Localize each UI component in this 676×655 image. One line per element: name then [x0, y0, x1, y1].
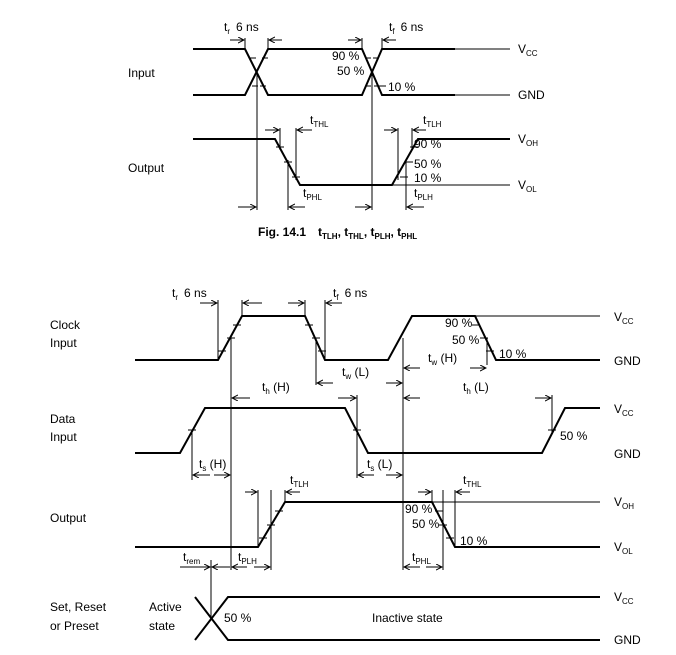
fig1-tplh-label: tPLH: [414, 186, 433, 202]
fig1-out-pct90: 90 %: [414, 137, 442, 151]
fig2-data-pct50: 50 %: [560, 429, 588, 443]
fig2-clock-gnd: GND: [614, 354, 641, 368]
fig2-thh-label: th (H): [262, 380, 290, 396]
fig1-input-waveform-rising: [193, 48, 455, 96]
fig2-data-gnd: GND: [614, 447, 641, 461]
fig2-set-pct50: 50 %: [224, 611, 252, 625]
fig2-active-2: state: [149, 619, 175, 633]
figure-2: Clock Input Data Input Output Set, Reset…: [50, 286, 641, 647]
fig1-tthl-label: tTHL: [310, 113, 329, 129]
fig1-ttlh-label: tTLH: [423, 113, 442, 129]
fig1-voh-label: VOH: [518, 132, 538, 148]
fig2-tsh-label: ts (H): [199, 457, 226, 473]
fig2-trem-label: trem: [183, 550, 200, 566]
fig2-pct10: 10 %: [499, 347, 527, 361]
fig2-set-waveform-b: [194, 596, 600, 641]
fig2-inactive-label: Inactive state: [372, 611, 443, 625]
fig2-data-vcc: VCC: [614, 402, 634, 418]
fig2-clock-label-1: Clock: [50, 318, 81, 332]
fig1-input-label: Input: [128, 66, 155, 80]
fig2-tplh-label: tPLH: [238, 550, 257, 566]
fig1-output-label: Output: [128, 161, 165, 175]
fig2-data-label-2: Input: [50, 430, 77, 444]
fig1-pct10: 10 %: [388, 80, 416, 94]
fig2-voh: VOH: [614, 495, 634, 511]
fig2-set-waveform-a: [194, 596, 600, 641]
fig1-out-pct10: 10 %: [414, 171, 442, 185]
fig2-set-label-2: or Preset: [50, 619, 99, 633]
fig2-tphl-label: tPHL: [412, 550, 431, 566]
fig2-thl-label: th (L): [463, 380, 489, 396]
fig2-data-label-1: Data: [50, 412, 76, 426]
fig1-input-waveform-falling: [193, 48, 455, 96]
fig2-out-pct10: 10 %: [460, 534, 488, 548]
fig1-tphl-label: tPHL: [303, 186, 322, 202]
fig2-twh-label: tw (H): [428, 351, 457, 367]
fig2-twl-label: tw (L): [342, 365, 369, 381]
fig1-vol-label: VOL: [518, 178, 537, 194]
fig2-output-waveform: [135, 501, 600, 548]
fig2-set-label-1: Set, Reset: [50, 600, 107, 614]
fig1-pct90: 90 %: [332, 49, 360, 63]
fig2-set-gnd: GND: [614, 633, 641, 647]
fig2-active-1: Active: [149, 600, 182, 614]
fig1-vcc-label: VCC: [518, 42, 538, 58]
fig1-out-pct50: 50 %: [414, 157, 442, 171]
fig2-clock-waveform: [135, 315, 600, 361]
fig2-ttlh-label: tTLH: [290, 473, 309, 489]
fig1-gnd-label: GND: [518, 88, 545, 102]
fig2-output-label: Output: [50, 511, 87, 525]
fig1-output-waveform: [193, 138, 510, 186]
fig2-data-waveform: [135, 407, 600, 454]
fig2-clock-label-2: Input: [50, 336, 77, 350]
fig2-out-pct90: 90 %: [405, 502, 433, 516]
fig2-clock-vcc: VCC: [614, 310, 634, 326]
fig2-pct50: 50 %: [452, 333, 480, 347]
fig1-pct50: 50 %: [337, 64, 365, 78]
fig2-set-vcc: VCC: [614, 590, 634, 606]
fig2-vol: VOL: [614, 540, 633, 556]
fig2-pct90: 90 %: [445, 316, 473, 330]
fig2-crossing-ticks: [188, 324, 556, 539]
fig2-out-pct50: 50 %: [412, 517, 440, 531]
fig2-tthl-label: tTHL: [463, 473, 482, 489]
fig1-crossing-ticks: [250, 57, 418, 178]
fig2-tsl-label: ts (L): [367, 457, 392, 473]
